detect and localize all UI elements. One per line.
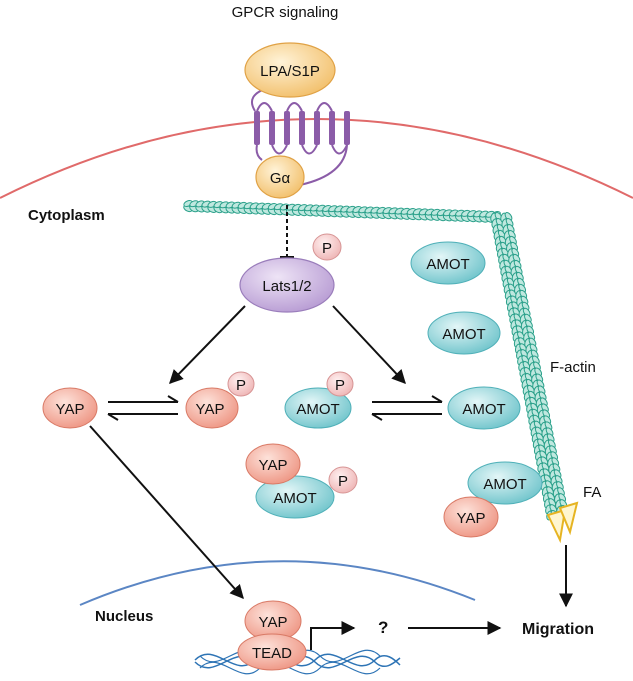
complex-phospho-label: P	[338, 473, 348, 490]
nuclear-yap-node: YAP	[244, 600, 302, 642]
amot-node-equilibrium: AMOT	[447, 386, 521, 430]
lats-to-yap-p-arrow	[169, 305, 246, 385]
yap-amot-actin-complex: AMOT YAP	[443, 461, 543, 538]
galpha-inhibits-lats	[280, 205, 294, 258]
amot-label-equilibrium: AMOT	[462, 401, 505, 418]
amot-label-actin-1: AMOT	[426, 256, 469, 273]
complex-yap-label: YAP	[259, 457, 288, 474]
yap-phospho-node: YAP P	[185, 371, 255, 429]
lats-to-amot-p-arrow	[332, 305, 406, 385]
nucleus-label: Nucleus	[95, 608, 153, 625]
nuclear-membrane	[79, 560, 476, 606]
lats-node: Lats1/2	[239, 257, 335, 313]
yap-phospho-badge-label: P	[236, 377, 246, 394]
amot-phospho-badge-label: P	[335, 377, 345, 394]
amot-label-actin-2: AMOT	[442, 326, 485, 343]
f-actin-filament	[183, 200, 569, 521]
amot-node-actin-2: AMOT	[427, 311, 501, 355]
yap-amot-phospho-complex: AMOT YAP P	[245, 443, 358, 519]
migration-label: Migration	[522, 621, 594, 638]
yap-label: YAP	[56, 401, 85, 418]
amot-phospho-node: AMOT P	[284, 371, 354, 429]
fa-label: FA	[583, 484, 601, 501]
amot-phospho-node-label: AMOT	[296, 401, 339, 418]
lats-phospho-label: P	[322, 240, 332, 257]
amot-node-actin-1: AMOT	[410, 241, 486, 285]
tead-node: TEAD	[237, 633, 307, 671]
g-alpha-node: Gα	[255, 155, 305, 199]
actin-complex-amot-label: AMOT	[483, 476, 526, 493]
f-actin-label: F-actin	[550, 359, 596, 376]
cytoplasm-label: Cytoplasm	[28, 207, 105, 224]
diagram-title: GPCR signaling	[232, 4, 339, 21]
amot-equilibrium-arrows	[371, 395, 443, 421]
ligand-label: LPA/S1P	[260, 63, 320, 80]
lats-label: Lats1/2	[262, 278, 311, 295]
ligand-node: LPA/S1P	[244, 42, 336, 98]
yap-equilibrium-arrows	[107, 395, 179, 421]
yap-node: YAP	[42, 387, 98, 429]
transcription-arrow	[310, 621, 356, 650]
nuclear-yap-label: YAP	[259, 614, 288, 631]
complex-amot-label: AMOT	[273, 490, 316, 507]
g-alpha-label: Gα	[270, 170, 291, 187]
tead-label: TEAD	[252, 645, 292, 662]
lats-phospho-badge: P	[312, 233, 342, 261]
yap-to-nucleus-arrow	[89, 425, 244, 600]
focal-adhesion-marker	[546, 501, 579, 544]
gpcr-receptor	[251, 87, 350, 186]
actin-complex-yap-label: YAP	[457, 510, 486, 527]
unknown-target-label: ?	[378, 618, 388, 637]
yap-phospho-node-label: YAP	[196, 401, 225, 418]
